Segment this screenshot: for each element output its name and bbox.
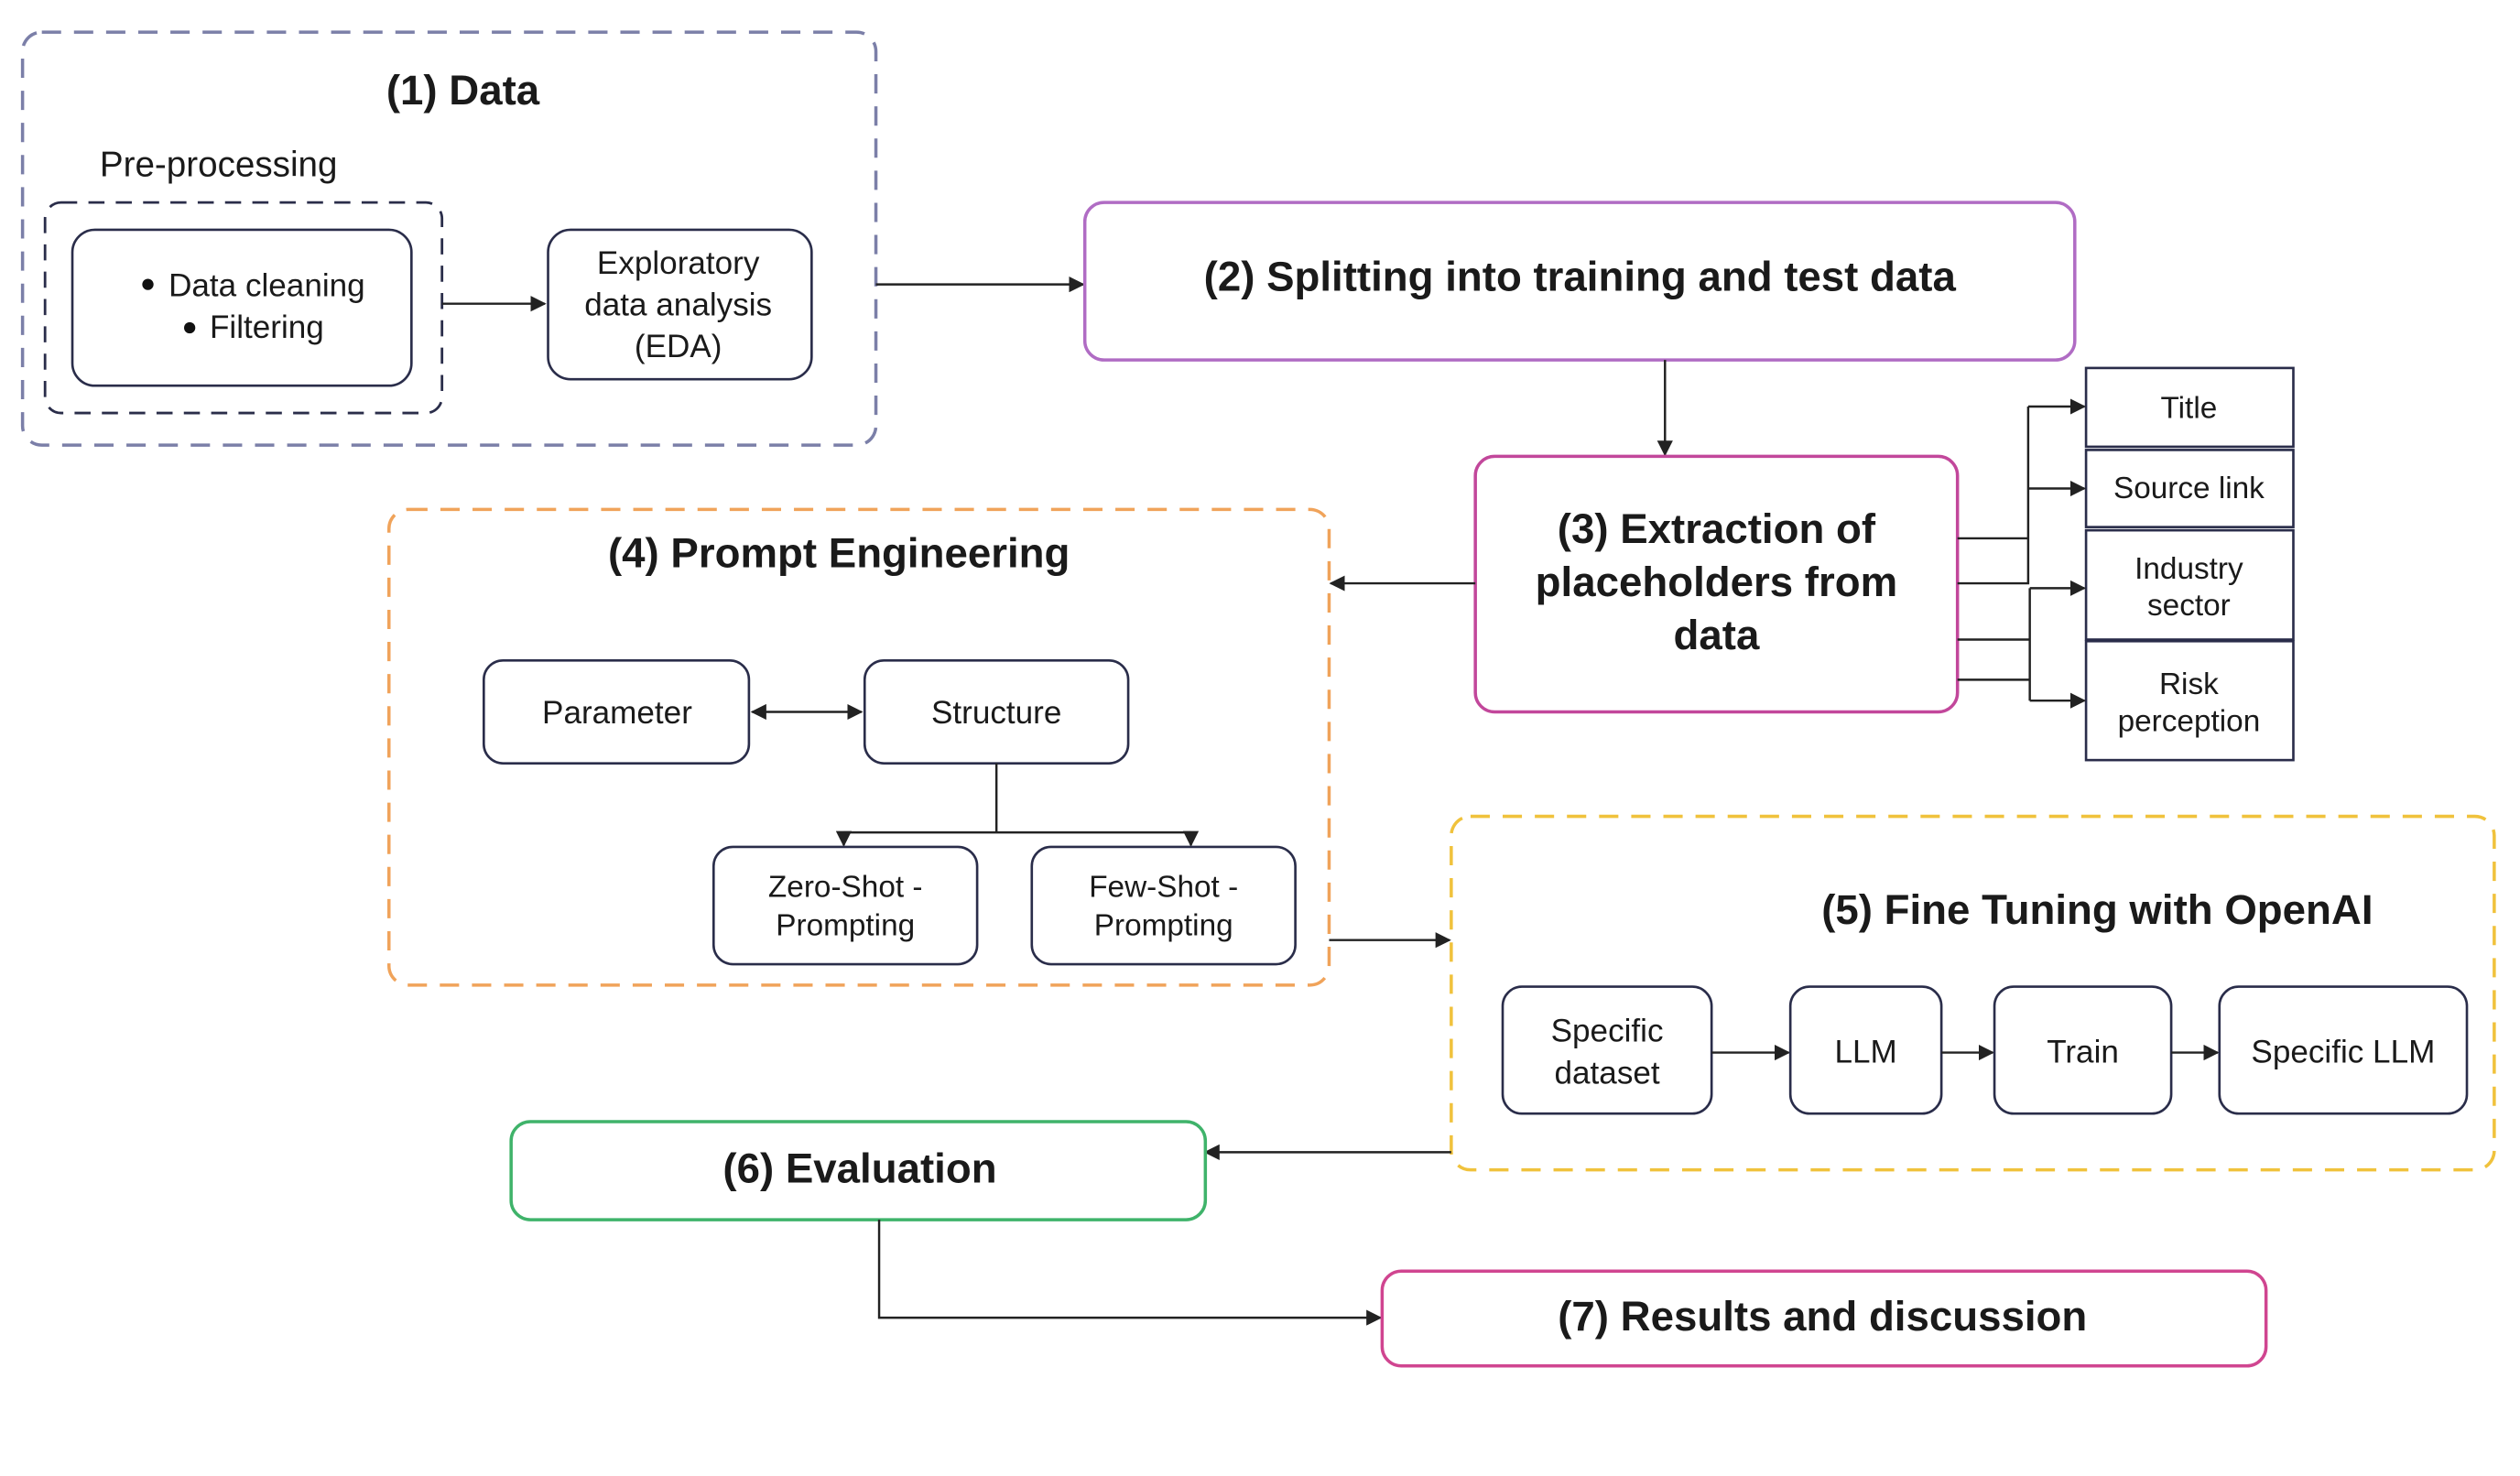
item-data-cleaning: Data cleaning xyxy=(168,267,365,303)
few-shot-label: Few-Shot - xyxy=(1089,870,1238,904)
dataset-label: dataset xyxy=(1555,1055,1660,1091)
dataset-label: Specific xyxy=(1551,1014,1664,1049)
structure-branch-connector xyxy=(843,763,1191,834)
preprocessing-container xyxy=(43,201,444,415)
step1-title: (1) Data xyxy=(386,67,540,114)
structure-label: Structure xyxy=(931,695,1061,731)
placeholder-label: perception xyxy=(2118,705,2261,739)
cleaning-filtering-node xyxy=(71,228,413,387)
llm-label: LLM xyxy=(1835,1035,1897,1070)
step1-container xyxy=(20,30,878,447)
step3-title-line: placeholders from xyxy=(1536,559,1898,605)
step6-title: (6) Evaluation xyxy=(722,1145,996,1191)
zero-shot-label: Zero-Shot - xyxy=(768,870,923,904)
step4-container xyxy=(387,507,1331,987)
bullet-icon xyxy=(142,278,154,290)
step5-finetune-group: (5) Fine Tuning with OpenAI Specific dat… xyxy=(1450,814,2496,1172)
step1-data-group: (1) Data Pre-processing Data cleaning Fi… xyxy=(20,30,878,447)
parameter-node xyxy=(483,659,751,765)
specific-llm-node xyxy=(2218,985,2469,1115)
specific-llm-label: Specific LLM xyxy=(2251,1035,2435,1070)
step4-prompt-group: (4) Prompt Engineering Parameter Structu… xyxy=(387,507,1331,987)
placeholder-industry-sector xyxy=(2084,528,2295,641)
placeholder-label: Risk xyxy=(2159,667,2219,701)
placeholder-label: Source link xyxy=(2113,472,2265,505)
step2-title: (2) Splitting into training and test dat… xyxy=(1204,253,1957,299)
placeholder-risk-perception xyxy=(2084,639,2295,762)
step7-results-node xyxy=(1380,1269,2268,1368)
specific-dataset-node xyxy=(1501,985,1713,1115)
zero-shot-label: Prompting xyxy=(776,908,915,942)
placeholder-label: Title xyxy=(2161,391,2218,425)
eda-node xyxy=(547,228,813,381)
placeholder-source-link xyxy=(2084,449,2295,528)
eda-line: data analysis xyxy=(584,287,772,322)
step4-title: (4) Prompt Engineering xyxy=(608,529,1070,576)
few-shot-node xyxy=(1030,845,1297,966)
eda-line: Exploratory xyxy=(597,245,760,281)
placeholder-label: Industry xyxy=(2134,552,2243,586)
step3-title-line: data xyxy=(1674,612,1760,658)
arrow-evaluation-to-results xyxy=(877,1220,1383,1326)
placeholder-connectors xyxy=(1957,398,2087,709)
placeholder-list: Title Source link Industry sector Risk p… xyxy=(2084,366,2295,762)
parameter-label: Parameter xyxy=(542,695,692,731)
placeholder-title xyxy=(2084,366,2295,449)
train-node xyxy=(1993,985,2173,1115)
bullet-icon xyxy=(184,321,196,334)
step5-title: (5) Fine Tuning with OpenAI xyxy=(1821,886,2373,933)
llm-node xyxy=(1788,985,1943,1115)
zero-shot-node xyxy=(711,845,979,966)
train-label: Train xyxy=(2047,1035,2119,1070)
few-shot-label: Prompting xyxy=(1094,908,1233,942)
step7-title: (7) Results and discussion xyxy=(1558,1293,2087,1340)
step6-evaluation-node xyxy=(509,1120,1208,1221)
step2-splitting-node xyxy=(1082,201,2077,362)
eda-line: (EDA) xyxy=(635,329,722,364)
step5-container xyxy=(1450,814,2496,1172)
step3-title-line: (3) Extraction of xyxy=(1558,505,1876,552)
placeholder-label: sector xyxy=(2147,589,2231,623)
preprocessing-label: Pre-processing xyxy=(100,146,338,185)
item-filtering: Filtering xyxy=(210,309,324,345)
